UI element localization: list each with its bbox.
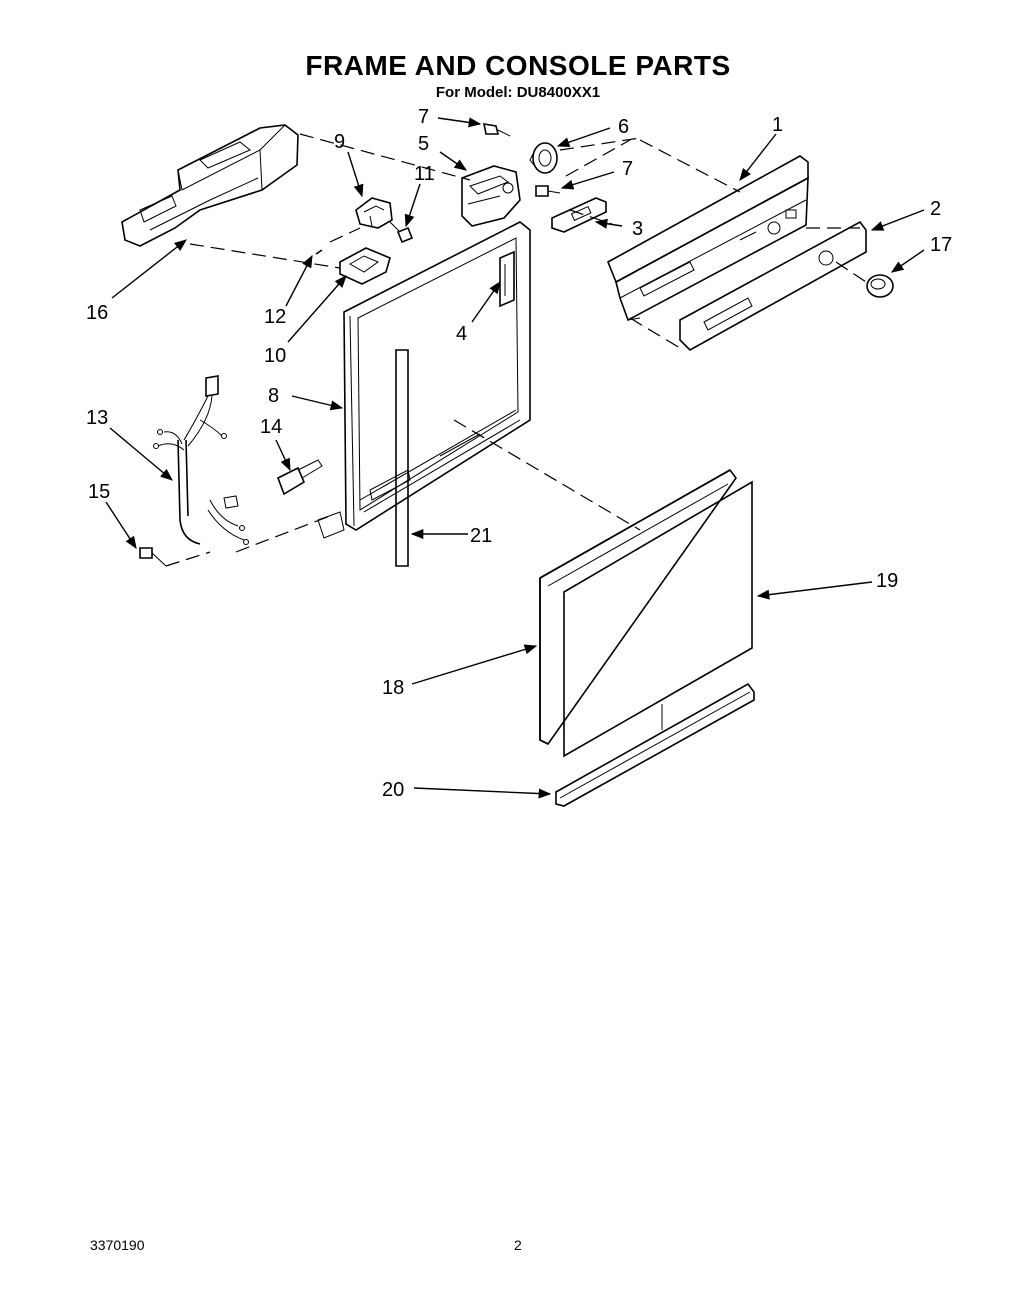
part-7-screw-top — [482, 123, 511, 137]
leader-arrows — [105, 117, 925, 799]
callout-2: 2 — [930, 198, 941, 220]
model-subtitle: For Model: DU8400XX1 — [435, 84, 601, 101]
part-2-control-panel — [679, 220, 867, 351]
callout-9: 9 — [334, 131, 345, 153]
part-1-console — [606, 155, 809, 322]
part-21-gasket-strip — [395, 349, 409, 567]
callout-14: 14 — [260, 416, 282, 438]
callout-7-top: 7 — [418, 106, 429, 128]
callout-7-mid: 7 — [622, 158, 633, 180]
part-13-wiring-harness — [153, 375, 249, 545]
page-title: FRAME AND CONSOLE PARTS — [305, 50, 731, 81]
callout-15: 15 — [88, 481, 110, 503]
callout-12: 12 — [264, 306, 286, 328]
page-number: 2 — [514, 1237, 522, 1253]
callout-11: 11 — [414, 163, 435, 185]
document-number: 3370190 — [90, 1237, 145, 1253]
part-7-screw-mid — [535, 185, 561, 197]
callout-8: 8 — [268, 385, 279, 407]
callout-19: 19 — [876, 570, 898, 592]
part-4-rail — [499, 250, 515, 308]
part-10-strike-bracket — [339, 247, 391, 285]
callout-18: 18 — [382, 677, 404, 699]
part-18-outer-door-panel — [539, 468, 737, 746]
callout-16: 16 — [86, 302, 108, 324]
callout-13: 13 — [86, 407, 108, 429]
part-11-wire-connector — [389, 221, 414, 244]
callout-labels: 7 6 1 9 5 7 11 2 3 17 16 12 4 10 8 13 14… — [86, 106, 952, 801]
part-15-screw — [139, 547, 167, 567]
callout-3: 3 — [632, 218, 643, 240]
part-16-duct-cover — [121, 124, 299, 247]
part-19-inner-door-panel — [563, 480, 753, 758]
callout-1: 1 — [772, 114, 783, 136]
assembly-lines — [165, 133, 867, 567]
part-20-bottom-trim — [555, 682, 755, 807]
callout-4: 4 — [456, 323, 467, 345]
part-5-door-switch — [461, 165, 521, 227]
callout-21: 21 — [470, 525, 492, 547]
part-3-bracket — [551, 197, 607, 233]
callout-17: 17 — [930, 234, 952, 256]
callout-20: 20 — [382, 779, 404, 801]
part-17-knob — [866, 274, 894, 298]
callout-5: 5 — [418, 133, 429, 155]
callout-10: 10 — [264, 345, 286, 367]
callout-6: 6 — [618, 116, 629, 138]
part-8-door-frame — [317, 221, 531, 539]
part-14-switch — [276, 459, 323, 496]
part-6-actuator-knob — [529, 142, 558, 174]
part-9-latch — [355, 197, 393, 229]
part-12-clip — [315, 249, 323, 255]
